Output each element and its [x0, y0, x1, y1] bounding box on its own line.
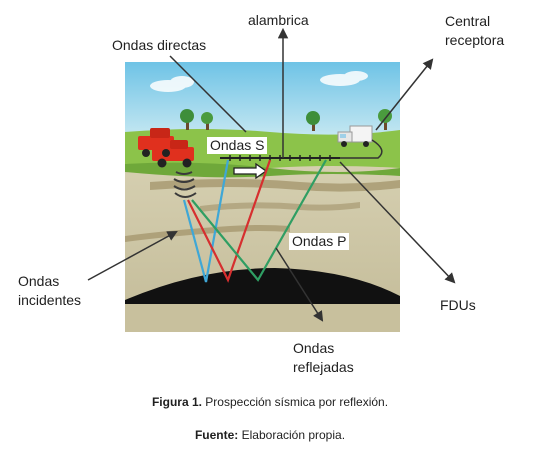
- deep-soil: [125, 304, 400, 332]
- label-incidentes-line2: incidentes: [18, 292, 82, 308]
- truck-icon: [138, 128, 194, 168]
- layer-band-3: [125, 225, 290, 242]
- source-caption-bold: Fuente:: [194, 428, 239, 442]
- layer-band-2: [200, 202, 360, 212]
- label-central-line1: Central: [445, 13, 491, 29]
- figure-caption-text: Prospección sísmica por reflexión.: [201, 395, 389, 409]
- ray-blue: [182, 159, 230, 283]
- arrow-incidentes: [87, 230, 178, 281]
- source-caption-text: Elaboración propia.: [238, 428, 346, 442]
- recorder-cable: [340, 139, 383, 159]
- direct-wave-arrow-icon: [233, 162, 268, 180]
- reflector-layer: [125, 268, 400, 304]
- figure-caption: Figura 1. Prospección sísmica por reflex…: [0, 395, 540, 409]
- label-fdus: FDUs: [440, 297, 476, 313]
- leader-ondas-directas: [169, 55, 247, 133]
- ray-red: [187, 159, 272, 283]
- label-reflejadas-line2: reflejadas: [293, 359, 354, 375]
- label-ondas-directas: Ondas directas: [112, 37, 207, 53]
- label-ondas-p: Ondas P: [289, 233, 350, 250]
- clouds: [150, 71, 368, 92]
- seismic-rays: [182, 159, 327, 283]
- vibration-waves-icon: [173, 171, 197, 198]
- source-caption: Fuente: Elaboración propia.: [0, 428, 540, 442]
- layer-band-1: [150, 179, 400, 192]
- annotation-arrows: [87, 27, 456, 322]
- ray-green: [191, 159, 327, 282]
- arrow-reflejadas: [275, 247, 324, 322]
- arrow-fdus: [339, 161, 456, 284]
- label-ondas-s: Ondas S: [207, 137, 268, 154]
- arrow-central: [375, 58, 434, 131]
- trees: [180, 109, 392, 131]
- label-incidentes-line1: Ondas: [18, 273, 60, 289]
- figure-caption-bold: Figura 1.: [151, 395, 202, 409]
- label-central-line2: receptora: [445, 32, 505, 48]
- label-alambrica: alambrica: [248, 12, 309, 28]
- label-reflejadas-line1: Ondas: [293, 340, 335, 356]
- recording-truck-icon: [337, 125, 373, 147]
